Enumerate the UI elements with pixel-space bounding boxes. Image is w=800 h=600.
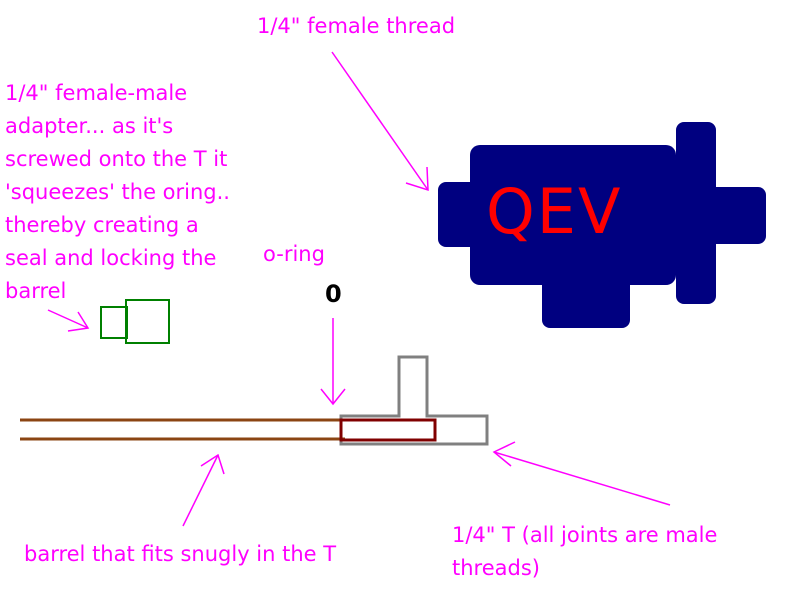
tee-label: 1/4" T (all joints are male threads) [452, 519, 717, 585]
barrel-label: barrel that fits snugly in the T [24, 542, 337, 566]
female-thread-label: 1/4" female thread [257, 14, 456, 38]
arrow-to-qev [331, 51, 429, 192]
qev-left-port [438, 182, 494, 247]
annotation-arrows [47, 51, 671, 527]
adapter-label-line: 1/4" female-male [5, 81, 188, 105]
adapter-fitting [100, 299, 170, 344]
adapter-label-line: barrel [5, 279, 67, 303]
adapter-label-line: thereby creating a [5, 213, 199, 237]
oring-label: o-ring [263, 242, 325, 266]
tee-fitting [339, 355, 489, 446]
qev-body [438, 122, 766, 328]
qev-right-port [700, 187, 766, 244]
adapter-label: 1/4" female-male adapter... as it's scre… [5, 77, 230, 308]
arrow-to-adapter [47, 309, 90, 332]
adapter-label-line: seal and locking the [5, 246, 217, 270]
arrow-to-barrel [182, 453, 225, 527]
arrow-to-oring [320, 318, 346, 406]
barrel [20, 418, 345, 441]
qev-main-block [470, 145, 676, 285]
qev-right-block [676, 122, 716, 304]
qev-bottom-port [542, 270, 630, 328]
arrow-to-tee [492, 441, 671, 506]
adapter-label-line: adapter... as it's [5, 114, 174, 138]
adapter-large-part [125, 299, 170, 344]
adapter-label-line: screwed onto the T it [5, 147, 228, 171]
adapter-small-part [100, 306, 128, 339]
qev-label: QEV [486, 175, 623, 248]
tee-label-line: 1/4" T (all joints are male [452, 523, 718, 547]
adapter-label-line: 'squeezes' the oring.. [5, 180, 230, 204]
tee-label-line: threads) [452, 556, 540, 580]
tee-outline [339, 355, 489, 446]
barrel-insert-in-tee [339, 418, 437, 442]
oring-symbol: 0 [325, 280, 342, 308]
